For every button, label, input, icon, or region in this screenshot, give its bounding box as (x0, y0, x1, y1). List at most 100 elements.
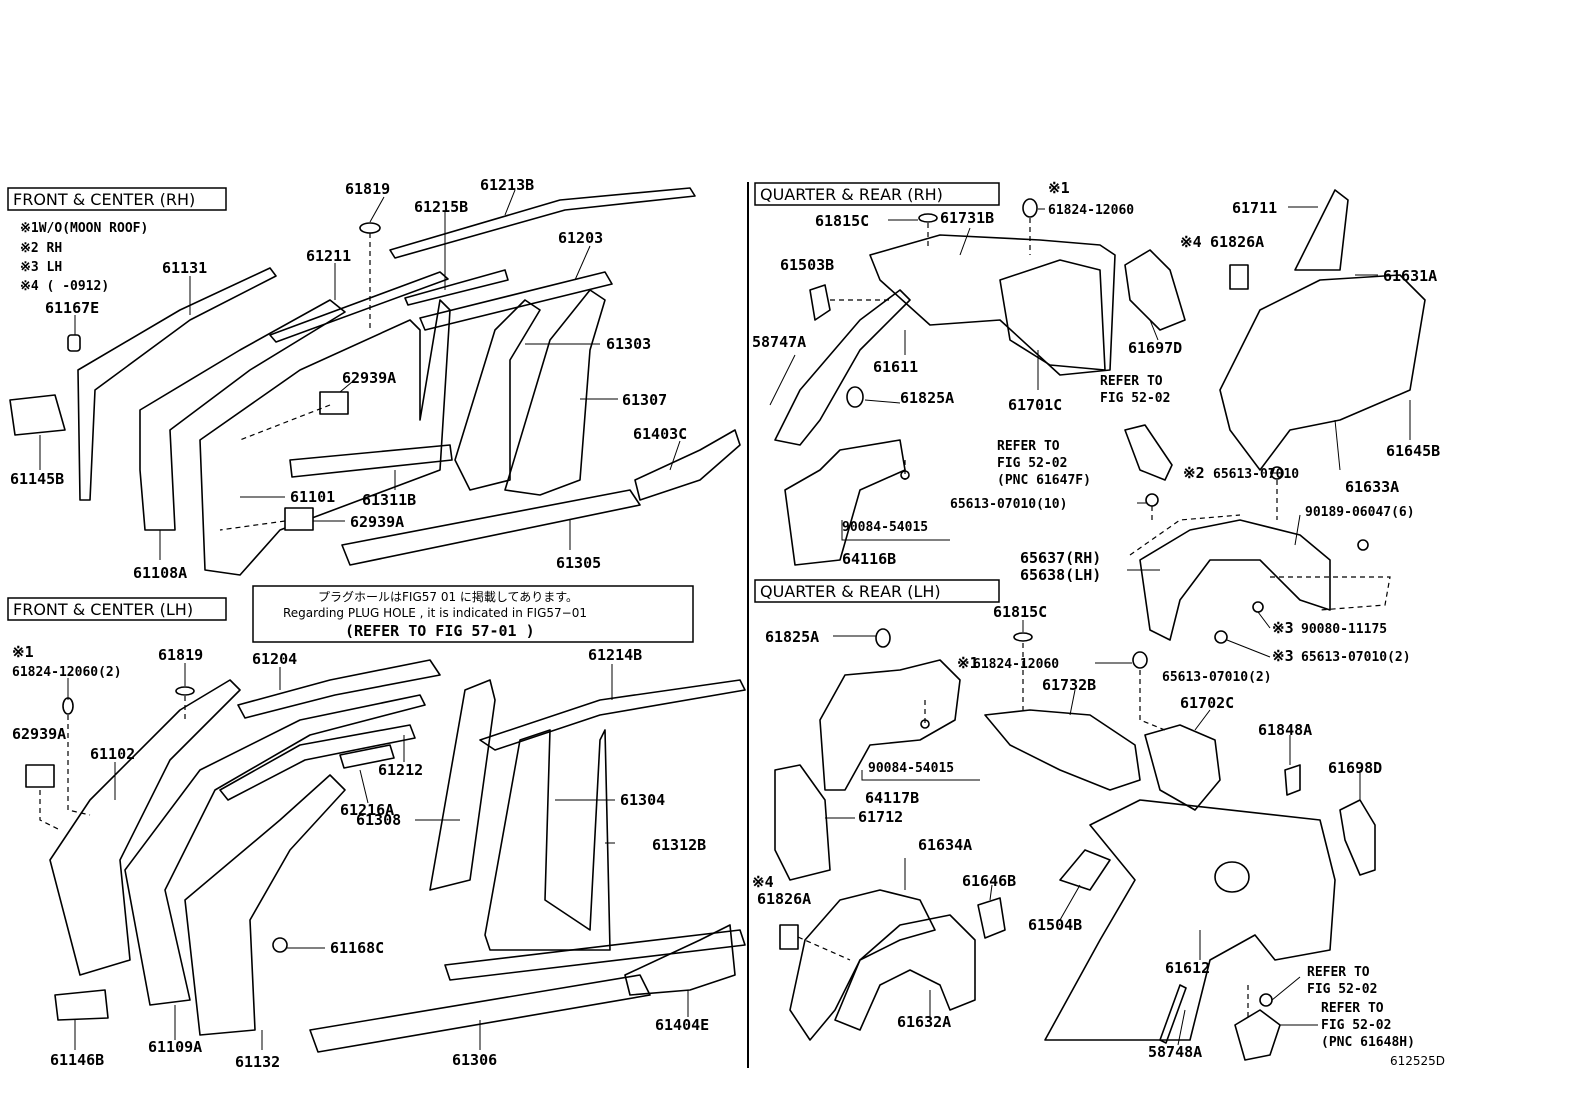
parts-front-lh (25, 659, 746, 1053)
section-title: FRONT & CENTER (LH) (13, 600, 193, 619)
marker: ※3 (1272, 619, 1294, 637)
part-label: 61824-12060 (973, 657, 1059, 672)
hole-plug-61815c (918, 213, 938, 223)
plug-61167e (67, 334, 81, 352)
hole-plug-61824 (1132, 651, 1148, 669)
part-label: 61132 (235, 1053, 280, 1071)
clip-65613 (1145, 493, 1159, 507)
liner-65637 (1139, 519, 1331, 641)
part-label: 61824-12060(2) (12, 665, 122, 680)
seal-58748a (1159, 984, 1187, 1044)
bracket-61146b (54, 989, 109, 1021)
part-label: 61131 (162, 259, 207, 277)
part-label: 61611 (873, 358, 918, 376)
part-label: 61214B (588, 646, 642, 664)
part-label: 61815C (993, 603, 1047, 621)
note-1: ※1W/O(MOON ROOF) (20, 221, 148, 236)
bracket-61848a (1284, 764, 1301, 796)
fuel-lid-opening (1214, 861, 1250, 893)
hole-plug-61824 (62, 697, 74, 715)
part-label: 65613-07010 (1213, 467, 1299, 482)
part-label: 61826A (757, 890, 811, 908)
part-label: 90080-11175 (1301, 622, 1387, 637)
part-label: 61702C (1180, 694, 1234, 712)
bracket-64117b (819, 659, 961, 791)
marker: ※4 (1180, 233, 1202, 251)
part-label: 61732B (1042, 676, 1096, 694)
part-label: 61632A (897, 1013, 951, 1031)
part-label: 61304 (620, 791, 665, 809)
rail-61204 (237, 659, 441, 719)
part-label: 61848A (1258, 721, 1312, 739)
legend-notes: ※1W/O(MOON ROOF) ※2 RH ※3 LH ※4 ( -0912) (20, 221, 148, 294)
refer-note: REFER TO (1321, 1001, 1384, 1016)
hole-plug-61819 (359, 222, 381, 234)
part-label: 61203 (558, 229, 603, 247)
part-label: 61102 (90, 745, 135, 763)
pillar-61132 (184, 774, 346, 1036)
part-label: 61307 (622, 391, 667, 409)
clip-65613 (1214, 630, 1228, 644)
figure-number: 612525D (1390, 1054, 1445, 1068)
part-label: 61631A (1383, 267, 1437, 285)
part-label: 61311B (362, 491, 416, 509)
part-label: 61167E (45, 299, 99, 317)
plug-note-refer: (REFER TO FIG 57-01 ) (345, 622, 535, 640)
refer-note: FIG 52-02 (1307, 982, 1377, 997)
block-62939a (284, 507, 314, 531)
part-label: 61305 (556, 554, 601, 572)
pillar-61308 (429, 679, 496, 891)
parts-front-rh (9, 187, 741, 576)
part-label: 61612 (1165, 959, 1210, 977)
plug-note-jp: プラグホールはFIG57 01 に掲載してあります。 (318, 589, 578, 604)
sill-61306 (309, 974, 651, 1053)
section-quarter-lh: QUARTER & REAR (LH) (754, 579, 1000, 603)
part-label: 61701C (1008, 396, 1062, 414)
wheelhouse-61634a (789, 889, 936, 1041)
part-label: 61312B (652, 836, 706, 854)
pillar-61109a (124, 694, 426, 1006)
rail-61215b (404, 269, 509, 306)
part-label: 58748A (1148, 1043, 1202, 1061)
extension-61711 (1294, 189, 1349, 271)
refer-note: FIG 52-02 (1321, 1018, 1391, 1033)
part-label: 62939A (342, 369, 396, 387)
bracket-refer (1124, 424, 1173, 481)
plug-hole-note: プラグホールはFIG57 01 に掲載してあります。 Regarding PLU… (252, 585, 694, 643)
part-label: 61815C (815, 212, 869, 230)
part-label: 61146B (50, 1051, 104, 1069)
bracket-61698d (1339, 799, 1376, 876)
pillar-61131 (77, 267, 277, 501)
hole-plug-61825a (875, 628, 891, 648)
refer-note: (PNC 61647F) (997, 473, 1091, 488)
section-front-rh: FRONT & CENTER (RH) (7, 187, 227, 211)
bracket-61145b (9, 394, 66, 436)
pillar-61102 (49, 679, 241, 976)
part-label: 61204 (252, 650, 297, 668)
refer-note: (PNC 61648H) (1321, 1035, 1415, 1050)
section-front-lh: FRONT & CENTER (LH) (7, 597, 227, 621)
part-label: 61819 (345, 180, 390, 198)
part-label: 90084-54015 (842, 520, 928, 535)
section-title: QUARTER & REAR (LH) (760, 582, 941, 601)
panel-61701c (999, 259, 1106, 371)
clip-90080 (1252, 601, 1264, 613)
marker: ※4 (752, 873, 774, 891)
part-label: 62939A (350, 513, 404, 531)
labels-front-lh: ※1 61824-12060(2) 61819 61204 61214B 629… (12, 643, 709, 1071)
refer-note: FIG 52-02 (997, 456, 1067, 471)
bracket-61504b (1059, 849, 1111, 891)
rail-61214b (479, 679, 746, 751)
part-label: 65613-07010(10) (950, 497, 1067, 512)
part-label: 64117B (865, 789, 919, 807)
part-label: 90189-06047(6) (1305, 505, 1415, 520)
refer-note: REFER TO (1307, 965, 1370, 980)
rail-61211 (269, 271, 449, 343)
marker: ※1 (957, 654, 979, 672)
part-label: 61825A (900, 389, 954, 407)
marker: ※2 (1183, 464, 1205, 482)
part-label: 61697D (1128, 339, 1182, 357)
part-label: 61101 (290, 488, 335, 506)
section-quarter-rh: QUARTER & REAR (RH) (754, 182, 1000, 206)
